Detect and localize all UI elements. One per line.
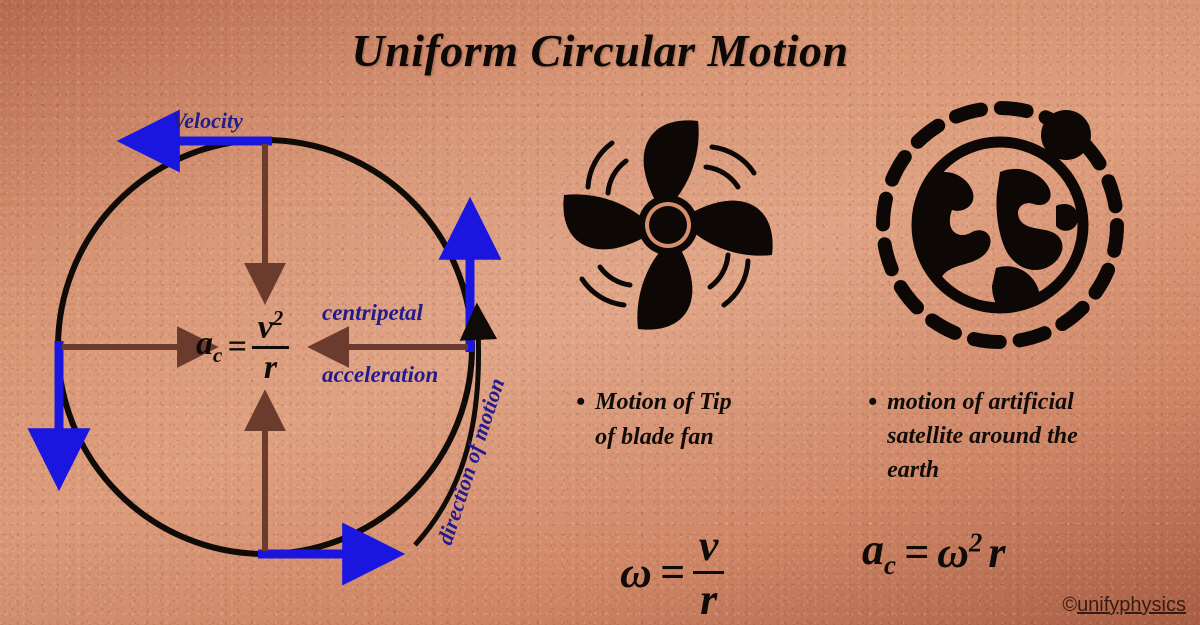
ac-lhs: ac [862,525,896,580]
omega-equals: = [659,548,685,597]
omega-denominator: r [692,571,725,625]
example-satellite-bullet: • motion of artificial satellite around … [868,385,1158,487]
velocity-label: Velocity [172,108,243,133]
example-satellite-text: motion of artificial satellite around th… [887,389,1078,484]
bullet-icon: • [576,387,586,416]
angular-velocity-formula: ω = v r [620,520,725,625]
page-title: Uniform Circular Motion [351,25,849,76]
formula-equals: = [227,327,247,365]
ac-equals: = [903,527,930,577]
bullet-icon: • [868,387,878,416]
centripetal-acceleration-formula: ac = v2 r [196,306,290,387]
example-fan-bullet: • Motion of Tip of blade fan [576,385,806,455]
formula-numerator: v2 [257,306,284,346]
formula-lhs-sub: c [213,343,223,368]
copyright-icon: © [1062,594,1078,616]
formula-denominator: r [251,346,290,387]
omega-fraction: v r [692,520,725,625]
formula-fraction: v2 r [251,306,290,387]
centripetal-label-line2: acceleration [322,362,439,387]
orbit-path [876,101,1124,349]
formula-lhs-base: a [196,325,213,363]
centripetal-label-line1: centripetal [322,300,423,325]
satellite-dot [1041,110,1091,160]
example-fan-text: Motion of Tip of blade fan [595,389,732,450]
omega-symbol: ω [620,548,652,597]
fan-icon [563,120,773,330]
formula-lhs: ac [196,325,222,368]
earth-satellite-icon [876,101,1124,349]
omega-numerator: v [698,521,719,570]
watermark: ©unifyphysics [1062,594,1186,617]
watermark-text: unifyphysics [1077,594,1186,616]
direction-of-motion-arc [413,302,498,547]
